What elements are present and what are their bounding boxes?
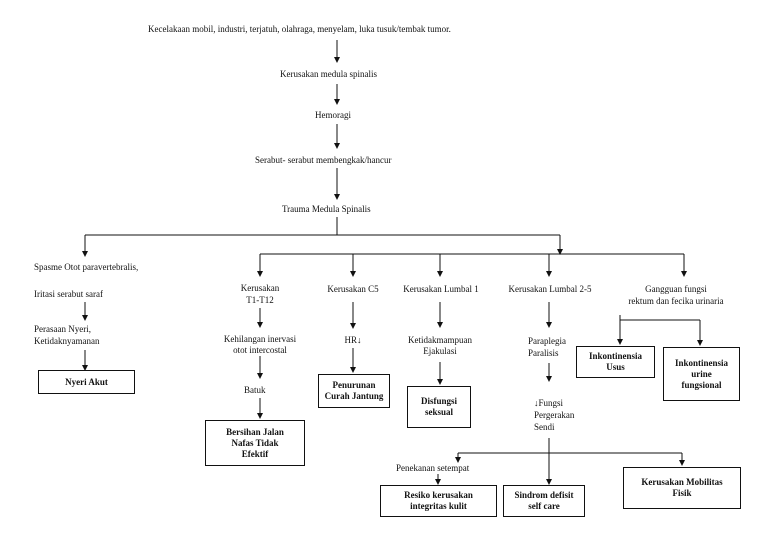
branch1-spasm-text: Spasme Otot paravertebralis, xyxy=(34,262,139,272)
branch4-effect-line1: Ketidakmampuan xyxy=(408,335,472,345)
branch2-cough-text: Batuk xyxy=(244,385,266,395)
diagnosis-box-self-care: Sindrom defisit self care xyxy=(503,485,585,517)
diagnosis-label: integritas kulit xyxy=(410,501,467,511)
branch3-hr-text: HR↓ xyxy=(344,335,362,345)
branch1-irritation-text: Iritasi serabut saraf xyxy=(34,289,103,299)
branch2-effect-line1: Kehilangan inervasi xyxy=(223,334,297,344)
diagnosis-box-sexual: Disfungsi seksual xyxy=(407,386,471,428)
branch2-title-line2: T1-T12 xyxy=(246,295,274,305)
branch4-effect-line2: Ejakulasi xyxy=(423,346,457,356)
spinal-damage-text: Kerusakan medula spinalis xyxy=(280,69,377,79)
diagnosis-label: Nyeri Akut xyxy=(65,376,108,387)
diagnosis-box-mobility: Kerusakan Mobilitas Fisik xyxy=(623,467,741,509)
diagnosis-box-acute-pain: Nyeri Akut xyxy=(38,370,135,394)
diagnosis-box-bowel: Inkontinensia Usus xyxy=(576,346,655,378)
branch2-title-line1: Kerusakan xyxy=(240,283,280,293)
diagnosis-label: Usus xyxy=(606,362,625,372)
diagnosis-box-urine: Inkontinensia urine fungsional xyxy=(663,347,740,401)
diagnosis-label: Inkontinensia xyxy=(674,357,729,368)
branch3-title: Kerusakan C5 xyxy=(327,284,379,294)
diagnosis-box-skin-integrity: Resiko kerusakan integritas kulit xyxy=(380,485,497,517)
diagnosis-label: Bersihan Jalan xyxy=(226,426,284,437)
hemorrhage-text: Hemoragi xyxy=(315,110,351,120)
diagnosis-label: fungsional xyxy=(681,379,722,390)
branch5-paralysis-text: Paralisis xyxy=(528,348,559,358)
diagnosis-label: Fisik xyxy=(672,488,692,498)
branch4-title: Kerusakan Lumbal 1 xyxy=(403,284,479,294)
branch6-title-line1: Gangguan fungsi xyxy=(645,284,707,294)
branch6-title-line2: rektum dan fecika urinaria xyxy=(628,296,724,306)
branch5-title: Kerusakan Lumbal 2-5 xyxy=(508,284,592,294)
diagnosis-label: Disfungsi xyxy=(420,396,457,406)
fiber-swelling-text: Serabut- serabut membengkak/hancur xyxy=(255,155,392,165)
branch1-discomfort-text: Ketidaknyamanan xyxy=(34,336,100,346)
diagnosis-label: Inkontinensia xyxy=(588,351,643,361)
branch5-paraplegia-text: Paraplegia xyxy=(528,336,566,346)
diagnosis-label: seksual xyxy=(424,407,453,417)
diagnosis-label: urine xyxy=(691,368,712,379)
diagnosis-label: Curah Jantung xyxy=(324,391,384,401)
diagnosis-label: Efektif xyxy=(241,448,269,459)
trauma-text: Trauma Medula Spinalis xyxy=(282,204,371,214)
causes-text: Kecelakaan mobil, industri, terjatuh, ol… xyxy=(148,24,451,34)
branch5-movement-text: Pergerakan xyxy=(534,410,575,420)
diagnosis-box-airway: Bersihan Jalan Nafas Tidak Efektif xyxy=(205,420,305,466)
branch5-pressure-text: Penekanan setempat xyxy=(396,463,470,473)
diagnosis-label: Sindrom defisit xyxy=(514,490,574,500)
branch5-joint-text: Sendi xyxy=(534,422,555,432)
branch1-pain-text: Perasaan Nyeri, xyxy=(34,324,91,334)
diagnosis-box-cardiac: Penurunan Curah Jantung xyxy=(318,374,390,408)
diagnosis-label: self care xyxy=(528,501,560,511)
diagnosis-label: Kerusakan Mobilitas xyxy=(641,477,723,487)
branch2-effect-line2: otot intercostal xyxy=(233,345,287,355)
diagnosis-label: Resiko kerusakan xyxy=(404,490,473,500)
branch5-function-text: ↓Fungsi xyxy=(534,398,564,408)
diagnosis-label: Nafas Tidak xyxy=(231,437,279,448)
diagnosis-label: Penurunan xyxy=(332,380,376,390)
